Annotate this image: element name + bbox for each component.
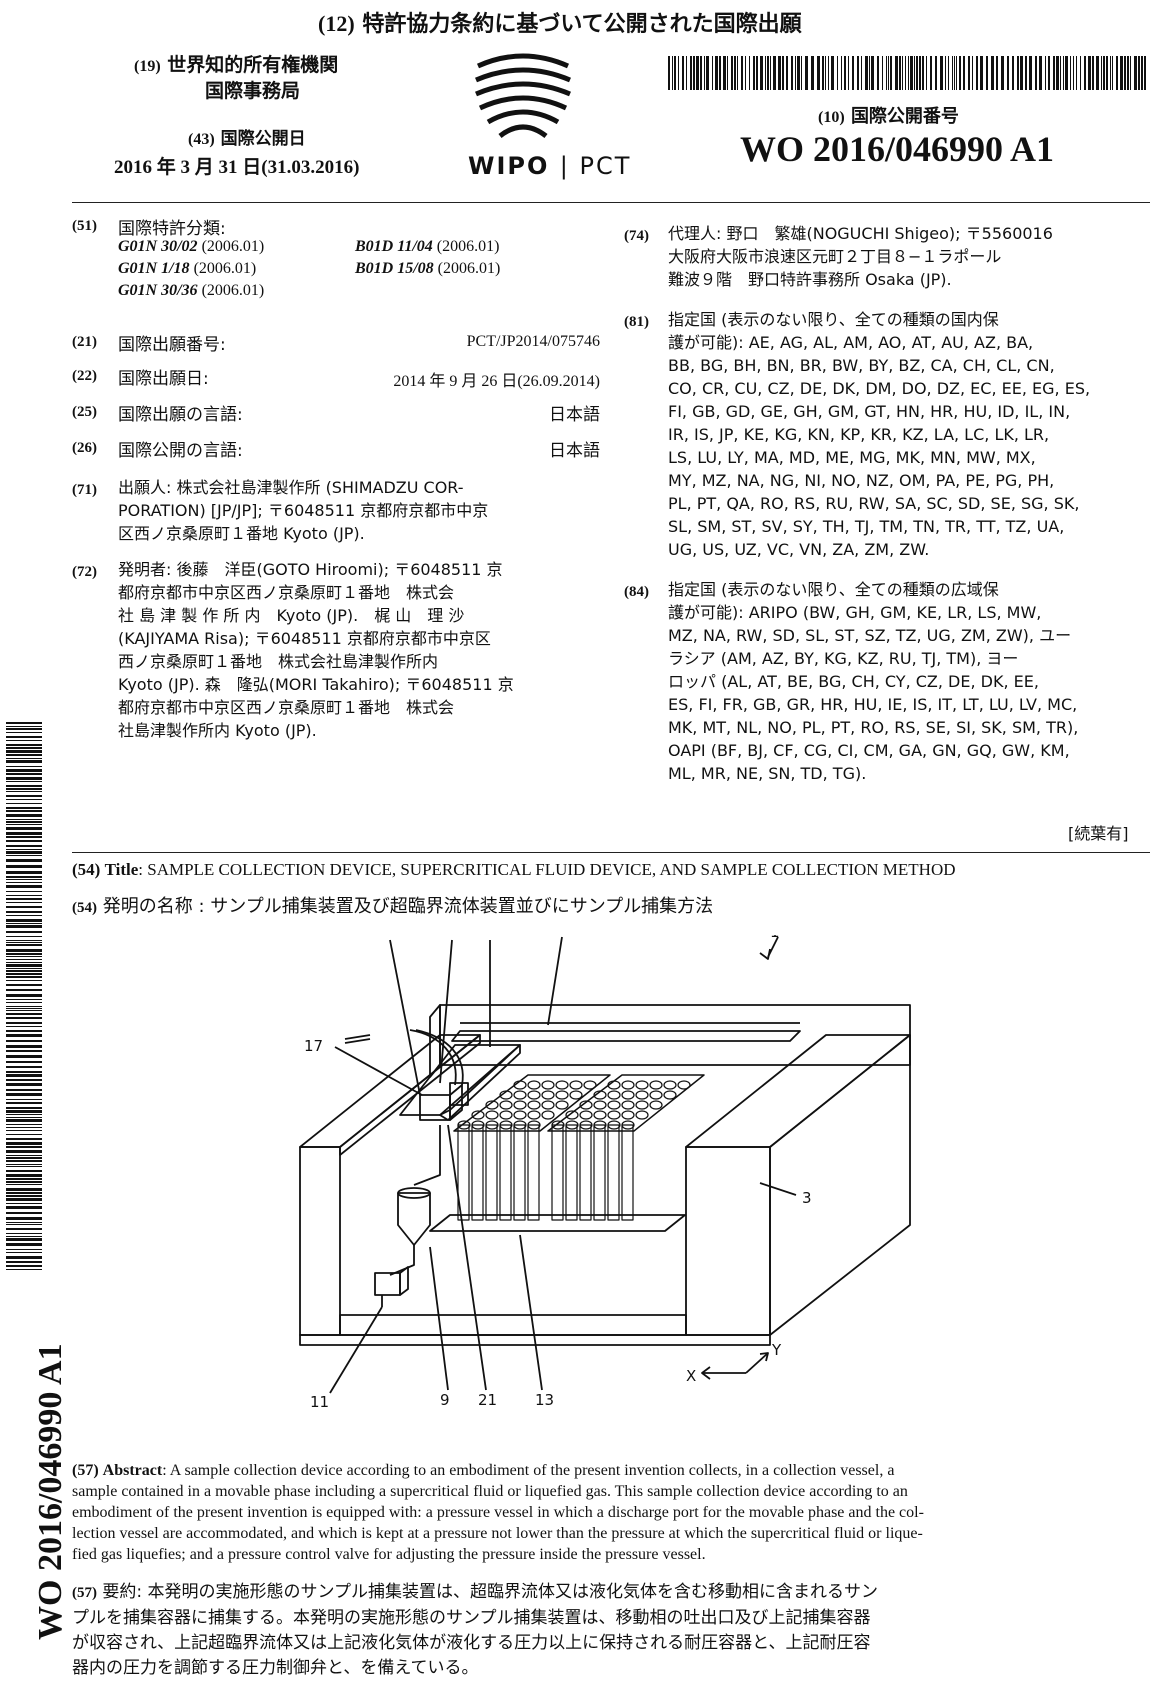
- publication-date-label: (43) 国際公開日: [188, 129, 306, 149]
- wipo-logo-text: WIPO | PCT: [468, 152, 632, 180]
- ipc-row: B01D 15/08 (2006.01): [355, 260, 501, 277]
- label-11: 11: [310, 1393, 329, 1411]
- label-1: 1: [770, 935, 780, 941]
- label-3: 3: [802, 1189, 812, 1207]
- side-publication-number: WO 2016/046990 A1: [32, 1343, 69, 1640]
- title-japanese: (54) 発明の名称 : サンプル捕集装置及び超臨界流体装置並びにサンプル捕集方…: [72, 896, 714, 917]
- ipc-row: G01N 30/36 (2006.01): [118, 282, 265, 299]
- barcode-top-icon: [668, 56, 1146, 90]
- title-english: (54) Title: SAMPLE COLLECTION DEVICE, SU…: [72, 860, 956, 879]
- ipc-row: B01D 11/04 (2006.01): [355, 238, 500, 255]
- document-type-title: (12) 特許協力条約に基づいて公開された国際出願: [318, 11, 802, 37]
- barcode-side-icon: [6, 722, 42, 1270]
- label-15: 15: [480, 935, 499, 939]
- axis-y-label: Y: [771, 1341, 782, 1359]
- header-divider: [72, 202, 1150, 203]
- label-19: 19: [436, 935, 455, 939]
- label-9: 9: [440, 1391, 450, 1409]
- label-5: 5: [380, 935, 390, 939]
- organization-name: (19) 世界知的所有権機関: [134, 54, 339, 76]
- ipc-row: G01N 1/18 (2006.01): [118, 260, 257, 277]
- organization-office: 国際事務局: [205, 80, 301, 102]
- label-13: 13: [535, 1391, 554, 1409]
- device-figure: 1 5 19 15 7 17 3 11 9 21 13 X Y: [299, 935, 911, 1411]
- publication-number-label: (10) 国際公開番号: [818, 106, 959, 127]
- label-21: 21: [478, 1391, 497, 1409]
- wipo-logo-icon: [475, 53, 571, 139]
- publication-date: 2016 年 3 月 31 日(31.03.2016): [114, 157, 360, 178]
- label-17: 17: [304, 1037, 323, 1055]
- ipc-row: G01N 30/02 (2006.01): [118, 238, 265, 255]
- continued-note: [続葉有]: [1068, 824, 1129, 843]
- publication-number: WO 2016/046990 A1: [740, 129, 1055, 169]
- title-divider: [72, 852, 1150, 853]
- axis-x-label: X: [686, 1367, 696, 1385]
